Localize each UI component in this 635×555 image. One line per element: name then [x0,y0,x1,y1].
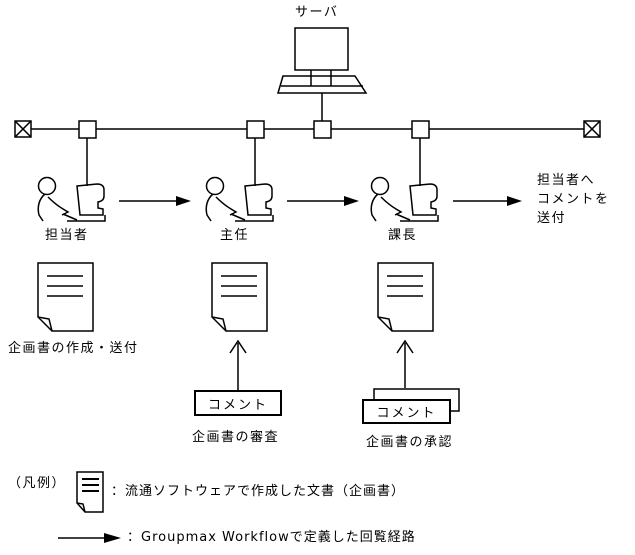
comment-arrow-3 [396,339,414,388]
step-label-3: 企画書の承認 [366,435,454,450]
network-bus [14,120,601,186]
document-icon-3 [377,262,434,332]
step-label-1: 企画書の作成・送付 [8,341,139,356]
comment-label-2: コメント [207,397,268,413]
legend-document-entry: ：流通ソフトウェアで作成した文書（企画書） [111,484,406,499]
actor-terminal-icon-3 [370,176,439,222]
document-icon-1 [37,262,94,332]
step-label-2: 企画書の審査 [192,430,280,445]
network-tap-2 [246,120,265,139]
legend-route-arrow-icon [58,533,121,543]
server-icon [276,27,368,122]
route-arrow-1 [119,196,191,206]
actor-terminal-icon-1 [37,176,106,222]
comment-label-3: コメント [376,406,437,421]
network-terminator-right-icon [583,120,601,138]
route-arrow-2 [287,196,359,206]
comment-box-2 [194,390,282,416]
output-note: 担当者へ コメントを 送付 [537,173,610,226]
legend-route-entry: ：Groupmax Workflowで定義した回覧経路 [127,530,416,545]
comment-box-3-front [362,399,451,424]
network-tap-3 [411,120,430,139]
actor-label-3: 課長 [388,228,418,243]
network-tap-1 [78,120,97,139]
network-terminator-left-icon [14,120,32,138]
actor-terminal-icon-2 [205,176,274,222]
actor-label-2: 主任 [220,228,250,243]
legend-document-icon [76,471,104,513]
comment-arrow-2 [229,339,247,390]
document-icon-2 [211,262,268,332]
actor-label-1: 担当者 [45,228,89,243]
legend-caption: （凡例） [8,476,67,491]
route-arrow-3 [453,196,522,206]
network-tap-server [313,120,332,139]
server-label: サーバ [295,5,339,20]
